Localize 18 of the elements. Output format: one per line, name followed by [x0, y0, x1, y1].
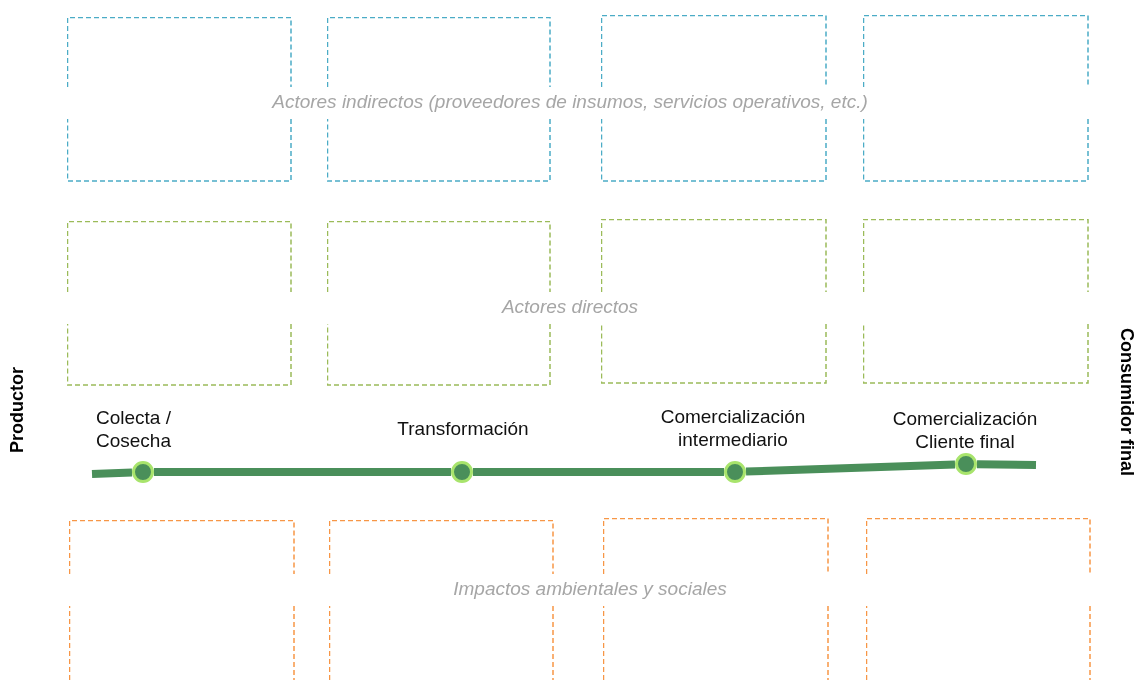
side-label: Productor — [7, 367, 27, 453]
side-label: Consumidor final — [1117, 328, 1137, 476]
row-label: Actores directos — [501, 296, 639, 317]
stage-label: Comercialización Cliente final — [891, 407, 1039, 453]
stage-label: Comercialización intermediario — [659, 405, 807, 451]
dashed-box — [866, 518, 1091, 681]
timeline-line — [745, 460, 956, 476]
dashed-box — [67, 221, 292, 386]
row-label: Impactos ambientales y sociales — [453, 578, 727, 599]
timeline-line — [976, 460, 1037, 469]
dashed-box — [69, 520, 295, 681]
stage-label: Transformación — [396, 417, 530, 440]
stage-label: Colecta / Cosecha — [96, 406, 172, 452]
timeline-line — [91, 468, 133, 478]
row-label: Actores indirectos (proveedores de insumos, servicios operativos, etc.) — [272, 91, 868, 112]
timeline-line — [154, 468, 451, 476]
dashed-box — [863, 219, 1089, 384]
timeline-line — [473, 468, 724, 476]
